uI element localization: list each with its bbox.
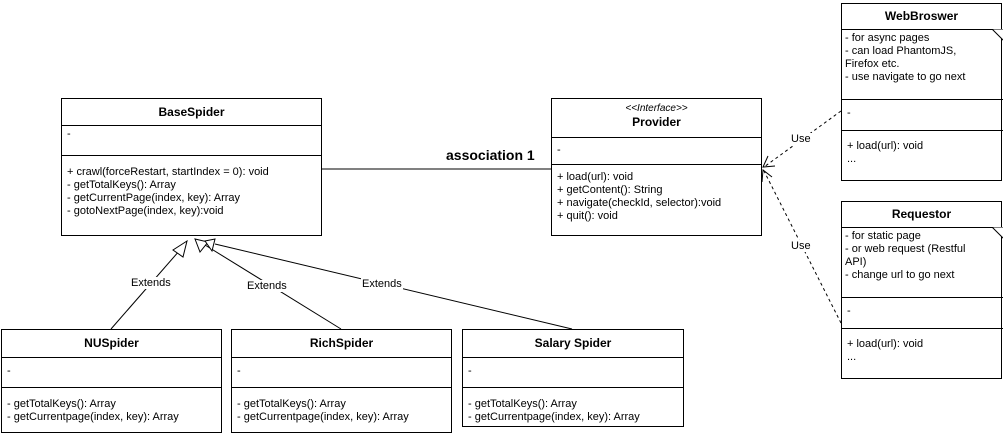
class-name: WebBroswer [884,9,959,23]
attribute-line: - [847,305,851,317]
use-arrowhead-web [762,155,776,168]
note-fold-icon [992,29,1003,41]
methods-section: + load(url): void + getContent(): String… [552,164,761,225]
class-base-spider[interactable]: BaseSpider - + crawl(forceRestart, start… [61,98,322,236]
interface-provider[interactable]: <<Interface>> Provider - + load(url): vo… [551,98,762,236]
attribute-line: - [468,365,472,377]
use-label-req: Use [790,240,812,252]
class-name: Provider [632,115,681,129]
method-line: - gotoNextPage(index, key):void [67,205,224,217]
extends-line-nu [110,249,181,330]
note-section: - for async pages - can load PhantomJS, … [842,29,1003,99]
method-line: - getCurrentpage(index, key): Array [237,411,409,423]
note-line: - change url to go next [845,269,955,281]
note-section: - for static page - or web request (Rest… [842,227,1003,297]
methods-section: - getTotalKeys(): Array - getCurrentpage… [463,387,683,426]
method-line: + load(url): void [557,171,634,183]
method-line: - getTotalKeys(): Array [7,398,116,410]
method-line: - getTotalKeys(): Array [67,179,176,191]
association-label: association 1 [446,147,535,163]
method-line: + load(url): void [847,140,924,152]
note-line: - use navigate to go next [845,71,966,83]
class-web-browser[interactable]: WebBroswer - for async pages - can load … [841,3,1003,181]
attribute-line: - [847,107,851,119]
attribute-line: - [557,144,561,156]
class-name: NUSpider [84,336,139,350]
method-line: - getTotalKeys(): Array [237,398,346,410]
method-line: + navigate(checkId, selector):void [557,197,722,209]
note-line: - can load PhantomJS, [845,45,957,57]
attribute-line: - [237,365,241,377]
stereotype-label: <<Interface>> [625,103,688,114]
attributes-section: - [62,125,321,155]
class-nu-spider[interactable]: NUSpider - - getTotalKeys(): Array - get… [1,329,222,433]
interface-header: <<Interface>> Provider [552,99,761,137]
note-line: Firefox etc. [845,58,900,70]
use-line-web [763,110,842,168]
use-label-web: Use [790,133,812,145]
note-line: - for async pages [845,32,930,44]
class-name: BaseSpider [158,105,225,119]
attribute-line: - [7,365,11,377]
method-line: ... [847,351,857,363]
class-rich-spider[interactable]: RichSpider - - getTotalKeys(): Array - g… [231,329,452,433]
method-line: ... [847,153,857,165]
method-line: + getContent(): String [557,184,663,196]
attributes-section: - [842,99,1003,130]
class-name: RichSpider [309,336,374,350]
attributes-section: - [552,137,761,164]
attributes-section: - [2,357,221,387]
method-line: + quit(): void [557,210,618,222]
extends-arrowhead-rich [194,238,209,253]
method-line: + load(url): void [847,338,924,350]
methods-section: + load(url): void ... [842,130,1003,168]
extends-label-salary: Extends [361,278,403,290]
class-name: Requestor [891,207,952,221]
note-line: API) [845,256,867,268]
method-line: - getCurrentpage(index, key): Array [7,411,179,423]
class-requestor[interactable]: Requestor - for static page - or web req… [841,201,1003,379]
method-line: + crawl(forceRestart, startIndex = 0): v… [67,166,269,178]
class-salary-spider[interactable]: Salary Spider - - getTotalKeys(): Array … [462,329,684,427]
extends-label-nu: Extends [130,277,172,289]
extends-arrowhead-nu [172,239,188,258]
methods-section: + crawl(forceRestart, startIndex = 0): v… [62,155,321,220]
method-line: - getCurrentPage(index, key): Array [67,192,241,204]
attributes-section: - [232,357,451,387]
attributes-section: - [842,297,1003,328]
class-name: Salary Spider [534,336,612,350]
note-line: - or web request (Restful [845,243,966,255]
methods-section: - getTotalKeys(): Array - getCurrentpage… [2,387,221,426]
note-fold-icon [992,227,1003,239]
attributes-section: - [463,357,683,387]
use-arrowhead-req [761,169,773,183]
method-line: - getTotalKeys(): Array [468,398,577,410]
methods-section: - getTotalKeys(): Array - getCurrentpage… [232,387,451,426]
method-line: - getCurrentpage(index, key): Array [468,411,640,423]
note-line: - for static page [845,230,921,242]
attribute-line: - [67,128,71,140]
extends-arrowhead-salary [204,238,216,253]
methods-section: + load(url): void ... [842,328,1003,366]
extends-label-rich: Extends [246,280,288,292]
